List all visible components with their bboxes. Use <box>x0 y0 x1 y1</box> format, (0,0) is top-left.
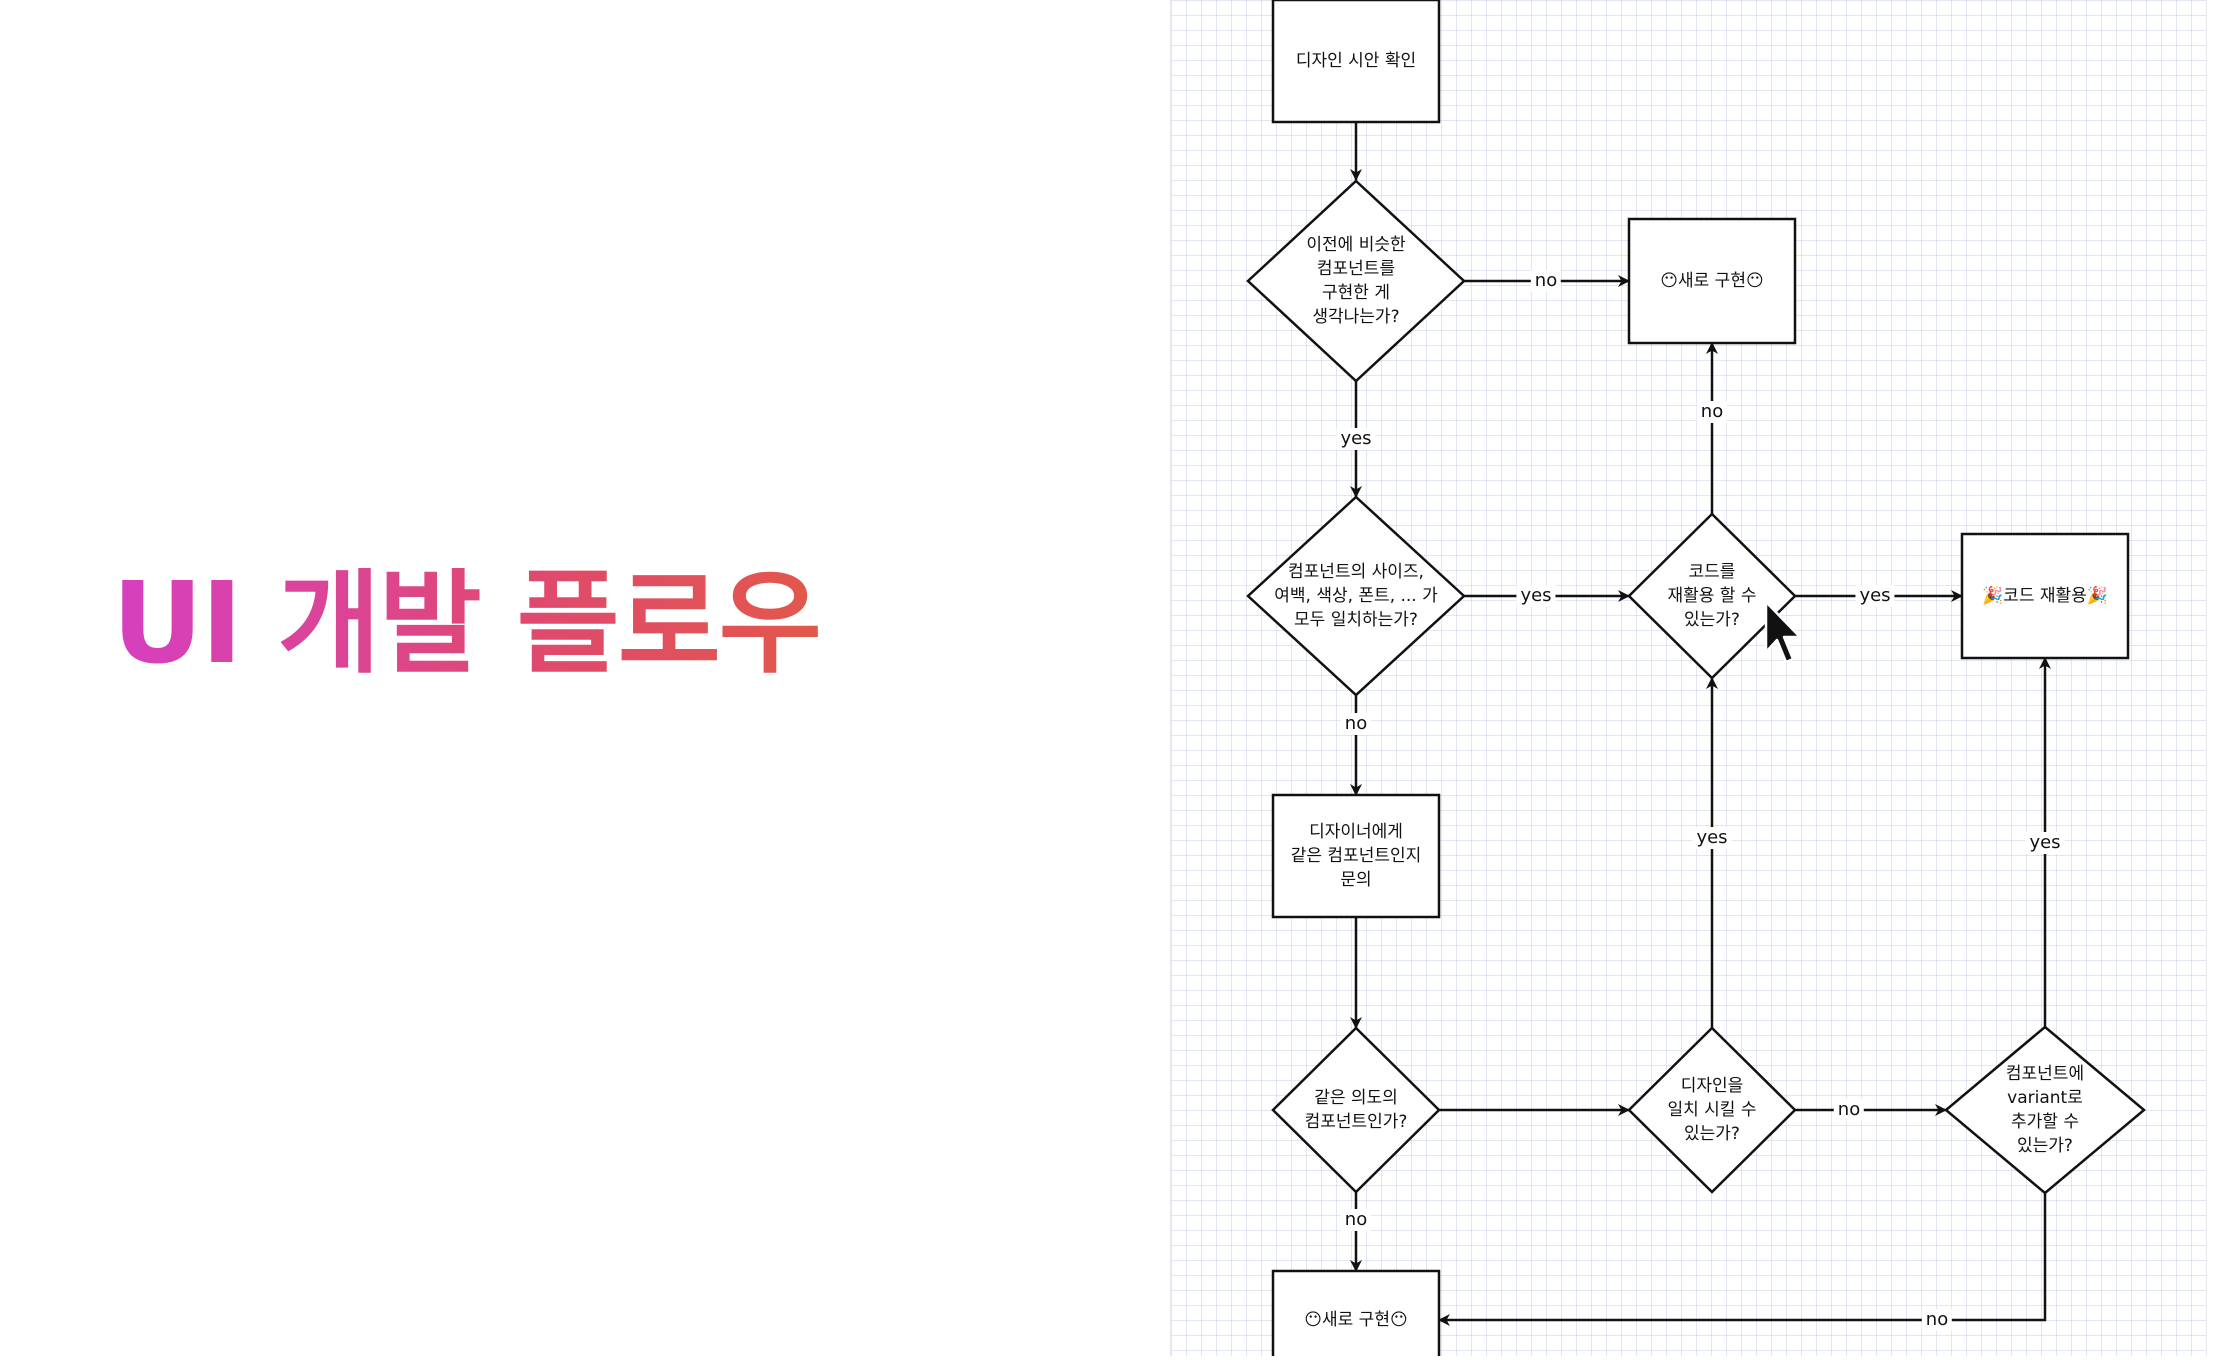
process-box-n1[interactable] <box>1271 0 1441 124</box>
node-label-n1: 디자인 시안 확인 <box>1295 51 1417 71</box>
node-label-n9: 디자인을 일치 시킬 수 있는가? <box>1667 1076 1757 1144</box>
node-label-n2: 이전에 비슷한 컴포넌트를 구현한 게 생각나는가? <box>1306 235 1406 327</box>
node-label-n11: 😶새로 구현😶 <box>1304 1310 1408 1330</box>
process-box-n6[interactable] <box>1960 532 2130 660</box>
process-box-n11[interactable] <box>1271 1269 1441 1356</box>
edge-label-yes: yes <box>1516 585 1556 607</box>
node-label-n10: 컴포넌트에 variant로 추가할 수 있는가? <box>2005 1064 2085 1156</box>
decision-diamond-n2[interactable] <box>1246 179 1466 383</box>
node-label-n5: 코드를 재활용 할 수 있는가? <box>1667 562 1757 630</box>
edge-label-no: no <box>1530 270 1562 292</box>
process-box-n7[interactable] <box>1271 793 1441 919</box>
edge-label-no: no <box>1340 713 1372 735</box>
edge-label-yes: yes <box>1855 585 1895 607</box>
decision-diamond-n5[interactable] <box>1627 512 1797 680</box>
node-label-n4: 컴포넌트의 사이즈, 여백, 색상, 폰트, ... 가 모두 일치하는가? <box>1274 562 1438 630</box>
edge-label-yes: yes <box>2025 832 2065 854</box>
edge-n10-to-n11[interactable] <box>1438 1193 2047 1326</box>
process-box-n3[interactable] <box>1627 217 1797 345</box>
decision-diamond-n4[interactable] <box>1246 495 1466 697</box>
decision-diamond-n9[interactable] <box>1627 1026 1797 1194</box>
edge-label-no: no <box>1921 1309 1953 1331</box>
node-label-n7: 디자이너에게 같은 컴포넌트인지 문의 <box>1290 822 1422 890</box>
node-label-n3: 😶새로 구현😶 <box>1660 271 1764 291</box>
canvas-right-margin <box>2206 0 2234 1356</box>
decision-diamond-n10[interactable] <box>1944 1025 2146 1195</box>
mouse-cursor-icon <box>1764 600 1802 664</box>
edge-label-no: no <box>1340 1209 1372 1231</box>
node-label-n6: 🎉코드 재활용🎉 <box>1982 586 2108 606</box>
node-label-n8: 같은 의도의 컴포넌트인가? <box>1304 1088 1408 1132</box>
edge-label-yes: yes <box>1336 428 1376 450</box>
decision-diamond-n8[interactable] <box>1271 1026 1441 1194</box>
edge-label-no: no <box>1696 401 1728 423</box>
slide-title: UI 개발 플로우 <box>112 559 822 689</box>
edge-label-yes: yes <box>1692 827 1732 849</box>
edge-label-no: no <box>1833 1099 1865 1121</box>
